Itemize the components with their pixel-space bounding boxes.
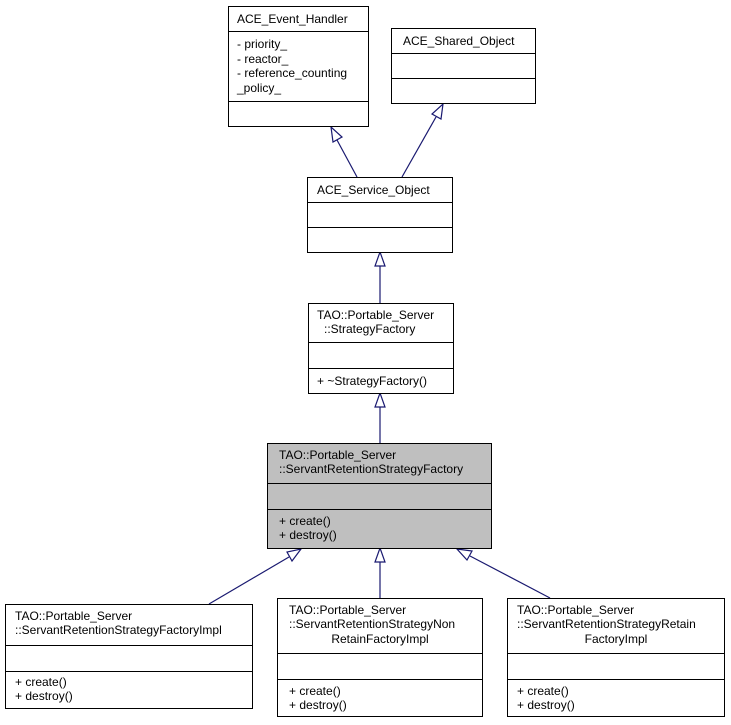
operation: + create() <box>289 684 341 698</box>
edge-strategy-factory-to-service-object <box>374 250 386 303</box>
class-servant-retention-strategy-non-retain-factory-impl[interactable]: TAO::Portable_Server ::ServantRetentionS… <box>277 598 483 717</box>
class-servant-retention-strategy-factory[interactable]: TAO::Portable_Server ::ServantRetentionS… <box>267 443 492 549</box>
class-name-line-2: ::ServantRetentionStrategyFactory <box>279 462 463 476</box>
class-name-line-1: TAO::Portable_Server <box>289 603 406 617</box>
class-name-line-1: TAO::Portable_Server <box>517 603 634 617</box>
class-ace-service-object[interactable]: ACE_Service_Object <box>307 177 453 253</box>
class-servant-retention-strategy-factory-impl[interactable]: TAO::Portable_Server ::ServantRetentionS… <box>5 604 253 709</box>
class-ace-shared-object[interactable]: ACE_Shared_Object <box>391 28 536 104</box>
edge-service-object-to-shared-object <box>401 102 444 178</box>
class-ace-event-handler[interactable]: ACE_Event_Handler - priority_ - reactor_… <box>228 6 369 127</box>
edge-service-object-to-event-handler <box>330 125 358 178</box>
operation: + destroy() <box>15 689 73 703</box>
edge-retain-to-srsf <box>455 548 551 599</box>
operation: + create() <box>517 684 569 698</box>
class-name-line-1: TAO::Portable_Server <box>279 448 396 462</box>
class-servant-retention-strategy-retain-factory-impl[interactable]: TAO::Portable_Server ::ServantRetentionS… <box>507 598 725 717</box>
attribute: - reference_counting <box>237 66 347 80</box>
class-strategy-factory[interactable]: TAO::Portable_Server ::StrategyFactory +… <box>308 303 454 394</box>
class-name-line-1: TAO::Portable_Server <box>15 609 132 623</box>
class-name-line-2: ::ServantRetentionStrategyRetain <box>517 617 696 631</box>
class-name-line-1: ACE_Shared_Object <box>403 34 515 48</box>
edge-nonretain-to-srsf <box>374 546 386 598</box>
edge-impl-to-srsf <box>208 548 303 605</box>
attribute: - priority_ <box>237 37 287 51</box>
attribute: - reactor_ <box>237 52 289 66</box>
operation: + ~StrategyFactory() <box>317 374 427 388</box>
class-name-line-2: ::StrategyFactory <box>324 322 415 336</box>
operation: + create() <box>15 675 67 689</box>
class-name-line-2: ::ServantRetentionStrategyNon <box>289 617 455 631</box>
operation: + create() <box>279 514 331 528</box>
class-name-line-1: ACE_Event_Handler <box>237 12 348 26</box>
inheritance-edges <box>208 102 551 605</box>
class-name-line-3: RetainFactoryImpl <box>331 632 428 646</box>
class-name-line-1: ACE_Service_Object <box>317 183 430 197</box>
class-name-line-3: FactoryImpl <box>585 632 648 646</box>
class-name-line-2: ::ServantRetentionStrategyFactoryImpl <box>15 623 222 637</box>
edge-srsf-to-strategy-factory <box>374 391 386 443</box>
operation: + destroy() <box>517 698 575 712</box>
attribute: _policy_ <box>236 81 281 95</box>
operation: + destroy() <box>289 698 347 712</box>
operation: + destroy() <box>279 528 337 542</box>
class-name-line-1: TAO::Portable_Server <box>317 308 434 322</box>
